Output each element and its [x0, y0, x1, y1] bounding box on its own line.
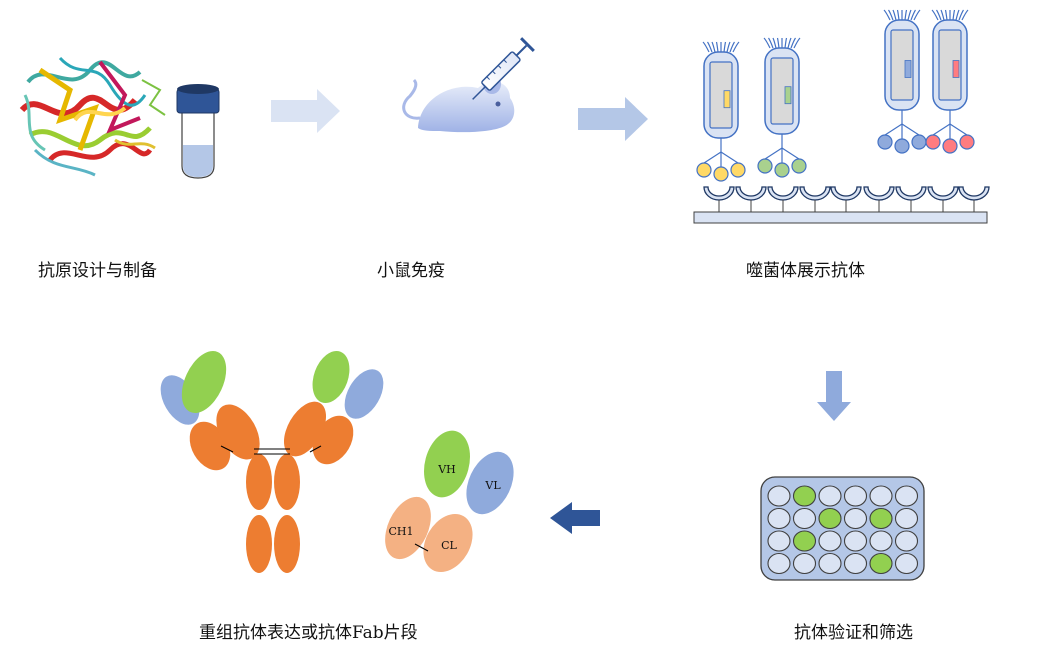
solid-support — [693, 211, 988, 224]
fab-vh-label: VH — [437, 463, 456, 476]
displayed-antibody — [757, 158, 773, 174]
phage-gene-marker — [723, 90, 731, 109]
antigen-cup — [830, 186, 862, 212]
phage-gene-marker — [952, 60, 960, 78]
protein-structure-icon — [19, 56, 166, 177]
plate-well — [818, 530, 842, 552]
fab-cl-domain — [423, 513, 473, 573]
plate-well — [767, 507, 791, 530]
plate-well — [894, 552, 919, 575]
step-label-antigen-design: 抗原设计与制备 — [38, 261, 157, 281]
antigen-cup — [895, 186, 927, 212]
fab-vl-label: VL — [484, 479, 501, 492]
screening-plate — [760, 476, 925, 581]
fab-vl-domain — [466, 451, 514, 515]
plate-well — [894, 485, 919, 507]
phage-particle — [925, 9, 975, 154]
positive-well — [869, 507, 893, 530]
positive-well — [869, 552, 893, 575]
positive-well — [792, 485, 817, 507]
displayed-antibody — [791, 158, 807, 174]
fab-ch1-domain — [385, 496, 431, 560]
phage-particle — [696, 41, 746, 182]
fab-ch1-label: CH1 — [388, 525, 413, 538]
plate-well — [767, 552, 791, 575]
displayed-antibody — [942, 138, 958, 154]
phage-particle — [877, 9, 927, 154]
displayed-antibody — [774, 162, 790, 178]
step-label-phage-display: 噬菌体展示抗体 — [746, 261, 865, 281]
antigen-cup — [703, 186, 735, 212]
plate-well — [843, 530, 868, 552]
plate-well — [843, 507, 868, 530]
positive-well — [792, 530, 817, 552]
displayed-antibody — [959, 134, 975, 150]
antigen-cup — [799, 186, 831, 212]
plate-well — [843, 552, 868, 575]
antigen-cup — [863, 186, 895, 212]
phage-display-panel — [693, 9, 990, 224]
plate-well — [792, 507, 817, 530]
plate-well — [894, 530, 919, 552]
displayed-antibody — [713, 166, 729, 182]
arrow-right-2 — [578, 97, 648, 141]
plate-well — [869, 485, 893, 507]
arrow-right-1 — [271, 89, 340, 133]
displayed-antibody — [696, 162, 712, 178]
vial-icon — [176, 84, 220, 179]
syringe-icon — [472, 37, 535, 100]
plate-well — [818, 552, 842, 575]
plate-well — [818, 485, 842, 507]
displayed-antibody — [925, 134, 941, 150]
positive-well — [818, 507, 842, 530]
phage-gene-marker — [784, 86, 792, 105]
igg-antibody-icon — [160, 350, 384, 573]
step-label-validation-screening: 抗体验证和筛选 — [794, 623, 913, 643]
displayed-antibody — [877, 134, 893, 150]
plate-well — [894, 507, 919, 530]
displayed-antibody — [911, 134, 927, 150]
antigen-cup — [927, 186, 959, 212]
arrow-left — [550, 502, 600, 534]
fab-cl-label: CL — [441, 539, 457, 552]
antigen-cup — [767, 186, 799, 212]
antigen-cup — [735, 186, 767, 212]
plate-well — [767, 485, 791, 507]
step-label-mouse-immunization: 小鼠免疫 — [377, 261, 445, 281]
displayed-antibody — [894, 138, 910, 154]
arrow-down — [817, 371, 851, 421]
displayed-antibody — [730, 162, 746, 178]
phage-particle — [757, 37, 807, 178]
plate-well — [843, 485, 868, 507]
plate-well — [869, 530, 893, 552]
phage-gene-marker — [904, 60, 912, 78]
step-label-recombinant-expression: 重组抗体表达或抗体Fab片段 — [199, 623, 418, 643]
fab-vh-domain — [423, 430, 471, 498]
antigen-cup — [958, 186, 990, 212]
plate-well — [767, 530, 791, 552]
plate-well — [792, 552, 817, 575]
fab-fragment-icon: VH VL CH1 CL — [385, 430, 514, 573]
